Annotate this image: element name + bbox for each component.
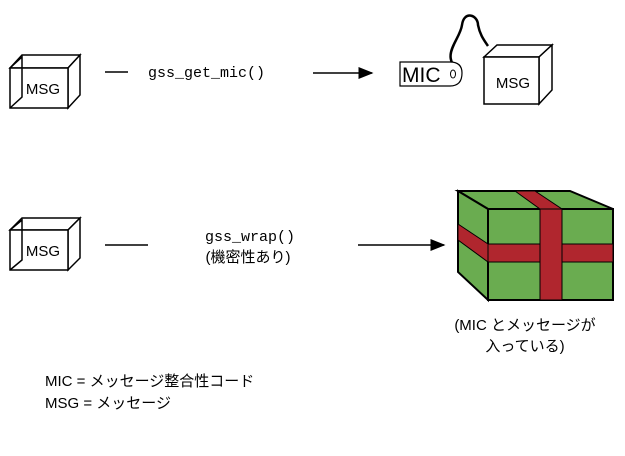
msg-label: MSG bbox=[26, 243, 60, 260]
legend-mic: MIC = メッセージ整合性コード bbox=[45, 373, 254, 390]
mic-label: MIC bbox=[402, 64, 441, 87]
legend-msg: MSG = メッセージ bbox=[45, 395, 171, 412]
msg-label: MSG bbox=[496, 75, 530, 92]
wrapped-package bbox=[454, 189, 614, 303]
package-caption-line1: (MIC とメッセージが bbox=[454, 317, 595, 334]
msg-box-1: MSG bbox=[8, 53, 82, 110]
function-gss-wrap: gss_wrap() bbox=[205, 229, 295, 246]
package-caption-line2: 入っている) bbox=[485, 338, 564, 355]
msg-box-3: MSG bbox=[8, 216, 82, 272]
mic-tag: MIC bbox=[399, 14, 490, 87]
function-gss-get-mic: gss_get_mic() bbox=[148, 65, 265, 82]
msg-box-2: MSG bbox=[482, 43, 554, 106]
confidentiality-note: (機密性あり) bbox=[206, 249, 291, 266]
msg-label: MSG bbox=[26, 81, 60, 98]
